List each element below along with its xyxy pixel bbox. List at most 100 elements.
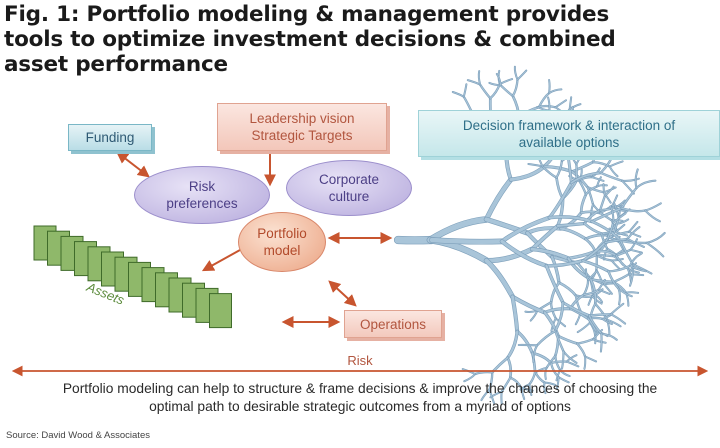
tree-branch xyxy=(554,330,565,352)
risk-preferences-oval: Risk preferences xyxy=(134,166,270,224)
tree-branch xyxy=(541,165,558,179)
tree-branch xyxy=(587,186,605,193)
funding-label: Funding xyxy=(85,130,135,145)
tree-branch xyxy=(610,303,624,315)
tree-branch xyxy=(627,238,645,248)
caption: Portfolio modeling can help to structure… xyxy=(0,380,720,416)
tree-branch xyxy=(538,105,557,108)
tree-branch-outline xyxy=(600,332,618,341)
tree-branch xyxy=(588,313,612,317)
caption-line-2: optimal path to desirable strategic outc… xyxy=(149,399,571,414)
tree-branch xyxy=(479,84,491,99)
tree-branch xyxy=(635,169,639,189)
tree-branch xyxy=(556,197,564,227)
tree-branch xyxy=(509,377,522,389)
source-credit: Source: David Wood & Associates xyxy=(6,430,150,441)
tree-branch xyxy=(604,222,614,244)
tree-branch xyxy=(630,249,643,253)
figure-title: Fig. 1: Portfolio modeling & management … xyxy=(4,2,716,77)
leadership-line-1: Leadership vision xyxy=(249,111,355,126)
tree-branch xyxy=(628,231,641,238)
tree-branch xyxy=(496,73,502,86)
portfolio-model-oval: Portfolio model xyxy=(238,212,326,272)
tree-branch xyxy=(556,222,586,227)
tree-branch xyxy=(583,209,601,225)
tree-branch xyxy=(569,307,589,320)
tree-branch xyxy=(509,165,546,182)
tree-branch xyxy=(603,248,608,260)
tree-branch xyxy=(604,238,629,244)
tree-branch xyxy=(598,279,606,291)
tree-branch xyxy=(603,284,613,295)
tree-branch xyxy=(580,211,601,214)
tree-branch xyxy=(500,239,548,268)
funding-box: Funding xyxy=(68,124,152,151)
tree-branch xyxy=(612,212,626,224)
tree-branch xyxy=(545,264,565,304)
tree-branch xyxy=(481,389,490,401)
tree-branch xyxy=(544,382,556,386)
title-line-2: tools to optimize investment decisions &… xyxy=(4,27,616,52)
tree-branch xyxy=(484,177,513,222)
tree-branch xyxy=(583,222,603,235)
corporate-culture-oval: Corporate culture xyxy=(286,160,412,216)
tree-branch xyxy=(632,264,652,274)
tree-branch xyxy=(499,78,513,85)
tree-branch xyxy=(530,247,570,260)
tree-branch xyxy=(628,273,644,276)
tree-branch xyxy=(528,163,543,167)
tree-branch xyxy=(545,259,584,267)
tree-branch xyxy=(587,186,594,205)
tree-branch xyxy=(559,227,587,240)
risk-pref-line-1: Risk xyxy=(188,179,216,194)
tree-branch xyxy=(484,217,530,235)
tree-branch xyxy=(555,160,563,179)
tree-branch xyxy=(521,387,525,400)
asset-tile xyxy=(209,293,232,329)
operations-box: Operations xyxy=(344,310,442,338)
tree-branch xyxy=(607,265,631,272)
tree-branch xyxy=(548,181,573,219)
tree-branch xyxy=(585,185,598,195)
tree-branch xyxy=(555,99,567,108)
culture-line-2: culture xyxy=(328,189,370,204)
portfolio-line-2: model xyxy=(263,243,301,258)
tree-branch xyxy=(550,255,561,284)
tree-branch xyxy=(621,178,640,182)
decision-line-2: available options xyxy=(518,134,620,150)
tree-branch xyxy=(592,329,603,340)
tree-branch xyxy=(501,377,511,393)
tree-branch xyxy=(588,315,602,335)
tree-branch xyxy=(600,172,623,182)
tree-branch xyxy=(558,376,570,383)
tree-branch xyxy=(512,79,519,97)
tree-branch xyxy=(556,376,559,389)
tree-branch xyxy=(596,184,608,187)
tree-branch xyxy=(463,83,467,98)
tree-branch xyxy=(557,335,578,345)
tree-branch xyxy=(550,281,560,304)
decision-line-1: Decision framework & interaction of xyxy=(462,117,676,133)
tree-branch xyxy=(604,186,614,196)
relationship-arrows xyxy=(11,151,709,377)
tree-branch xyxy=(609,161,623,167)
tree-branch xyxy=(543,382,546,394)
tree-branch xyxy=(618,241,626,253)
tree-branch xyxy=(584,234,607,240)
tree-branch xyxy=(591,295,602,304)
tree-branch xyxy=(598,289,610,295)
tree-branch xyxy=(558,281,577,297)
leadership-line-2: Strategic Targets xyxy=(251,128,353,143)
tree-branch xyxy=(532,344,538,363)
tree-branch-outline xyxy=(645,231,666,244)
tree-branch xyxy=(629,265,647,272)
tree-branch xyxy=(554,301,564,332)
tree-branch xyxy=(583,289,600,296)
tree-branch xyxy=(577,322,591,333)
tree-branch xyxy=(429,237,505,244)
tree-branch xyxy=(590,220,622,242)
tree-branch xyxy=(600,333,603,352)
tree-branch xyxy=(489,82,502,86)
tree-branch xyxy=(571,161,594,173)
tree-branch xyxy=(596,254,614,257)
